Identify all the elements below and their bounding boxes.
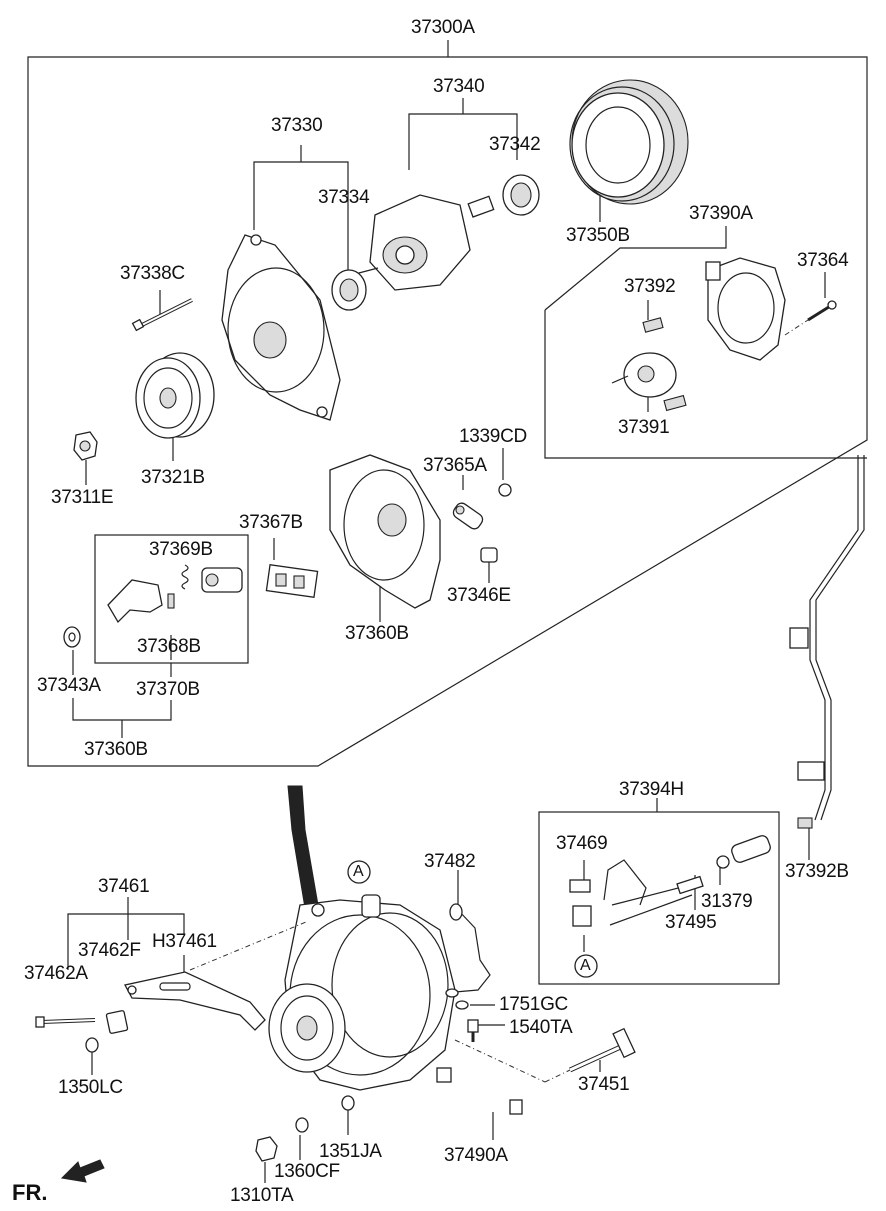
label-37350B: 37350B (566, 225, 630, 246)
label-1751GC: 1751GC (499, 994, 568, 1015)
label-37451: 37451 (578, 1074, 630, 1095)
ref-marker-bottom-circle (574, 954, 598, 978)
label-37334: 37334 (318, 187, 370, 208)
label-37394H: 37394H (619, 779, 684, 800)
pulley-drawing (135, 352, 215, 439)
bearing-37334-drawing (331, 269, 367, 311)
label-37367B: 37367B (239, 512, 303, 533)
label-37462F: 37462F (78, 940, 141, 961)
label-37368B: 37368B (137, 636, 201, 657)
regulator-drawing (611, 352, 687, 412)
front-direction-label: FR. (12, 1180, 48, 1205)
label-37462A: 37462A (24, 963, 88, 984)
bolt-37462A-drawing (35, 1016, 96, 1028)
nut-37462F-drawing (105, 1010, 129, 1034)
rear-housing-drawing (329, 454, 441, 609)
ref-marker-top-circle (347, 860, 371, 884)
label-1339CD: 1339CD (459, 426, 527, 447)
label-37330: 37330 (271, 115, 323, 136)
bolt-37451-drawing (568, 1027, 636, 1073)
label-1310TA: 1310TA (230, 1185, 294, 1206)
label-37343A: 37343A (37, 675, 101, 696)
assembly-frame (27, 56, 868, 767)
label-37369B: 37369B (149, 539, 213, 560)
label-37346E: 37346E (447, 585, 511, 606)
label-37370B: 37370B (136, 679, 200, 700)
washer-1360CF-drawing (295, 1117, 309, 1133)
label-37360B-group: 37360B (84, 739, 148, 760)
hose-assembly-drawing (569, 835, 771, 927)
nut-drawing (73, 431, 98, 461)
label-37482: 37482 (424, 851, 476, 872)
front-direction-arrow (60, 1159, 105, 1183)
cap-37346E-drawing (480, 547, 498, 563)
terminal-drawing (452, 502, 484, 530)
ref-marker-bottom-letter: A (580, 957, 591, 974)
label-37392B: 37392B (785, 861, 849, 882)
label-37340: 37340 (433, 76, 485, 97)
bracket-37461-drawing (124, 971, 266, 1031)
label-37392: 37392 (624, 276, 676, 297)
stator-drawing (569, 79, 689, 205)
label-37342: 37342 (489, 134, 541, 155)
label-37300A: 37300A (411, 17, 475, 38)
label-37490A: 37490A (444, 1145, 508, 1166)
nut-1339CD-drawing (498, 483, 512, 497)
label-1540TA: 1540TA (509, 1017, 573, 1038)
through-bolt-drawing (131, 298, 193, 332)
label-37311E: 37311E (51, 487, 114, 508)
ref-marker-top-letter: A (353, 863, 364, 880)
grommet-1751GC-drawing (455, 1000, 469, 1010)
bearing-37342-drawing (502, 174, 540, 216)
label-37365A: 37365A (423, 455, 487, 476)
label-37469: 37469 (556, 833, 608, 854)
assembly-arrow (287, 785, 319, 909)
label-1350LC: 1350LC (58, 1077, 123, 1098)
bolt-1540TA-drawing (467, 1019, 479, 1042)
hose-subframe (538, 811, 780, 985)
label-37364: 37364 (797, 250, 849, 271)
label-37495: 37495 (665, 912, 717, 933)
label-37461: 37461 (98, 876, 150, 897)
rotor-drawing (354, 194, 495, 291)
brush-assembly-drawing (265, 564, 319, 598)
rear-cover-drawing (705, 257, 786, 361)
oil-pipe-drawing (789, 455, 865, 829)
nut-1310TA-drawing (255, 1136, 278, 1162)
label-37391: 37391 (618, 417, 670, 438)
bolt-37364-drawing (807, 300, 837, 322)
insulator-37392-drawing (642, 317, 664, 333)
washer-drawing (63, 626, 81, 648)
alternator-assembled-drawing (268, 894, 456, 1091)
label-1351JA: 1351JA (319, 1141, 382, 1162)
hose-37490A-drawing (436, 1067, 523, 1115)
label-1360CF: 1360CF (274, 1161, 340, 1182)
label-37338C: 37338C (120, 263, 185, 284)
wire-37482-drawing (445, 903, 491, 998)
label-37390A: 37390A (689, 203, 753, 224)
label-31379: 31379 (701, 891, 753, 912)
front-housing-drawing (221, 234, 341, 421)
brush-holder-drawing (107, 564, 243, 624)
label-H37461: H37461 (152, 931, 217, 952)
label-37321B: 37321B (141, 467, 205, 488)
label-37360B-housing: 37360B (345, 623, 409, 644)
washer-1350LC-drawing (85, 1037, 99, 1053)
washer-1351JA-drawing (341, 1095, 355, 1111)
